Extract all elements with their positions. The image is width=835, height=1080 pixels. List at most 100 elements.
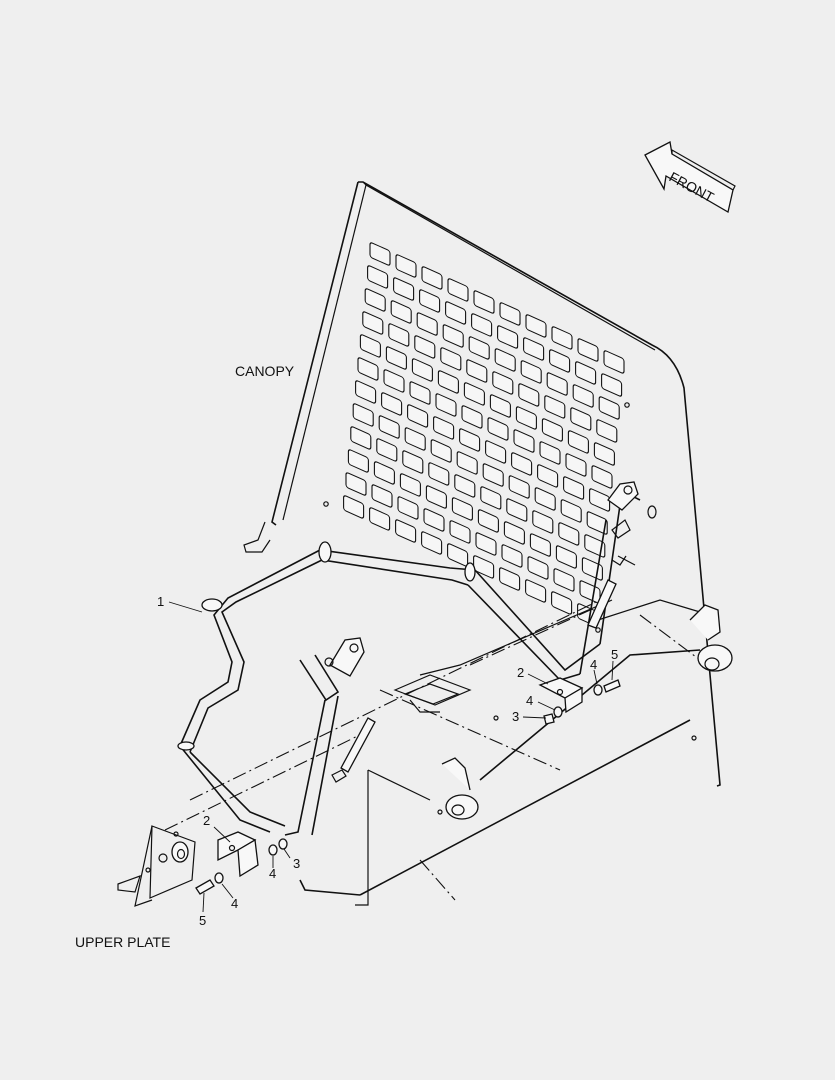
screen-opening	[399, 473, 421, 497]
screen-opening	[463, 382, 485, 406]
screen-opening	[596, 419, 618, 443]
screen-opening	[577, 338, 599, 362]
screen-opening	[423, 508, 445, 532]
screen-opening	[551, 591, 573, 615]
canopy-label: CANOPY	[235, 363, 295, 379]
screen-opening	[489, 394, 511, 418]
screen-opening	[529, 533, 551, 557]
screen-opening	[456, 451, 478, 475]
right-mount-hardware	[538, 677, 621, 725]
screen-opening	[555, 545, 577, 569]
screen-opening	[473, 290, 495, 314]
screen-opening	[381, 392, 403, 416]
screen-opening	[539, 441, 561, 465]
screen-opening	[475, 532, 497, 556]
screen-opening	[397, 496, 419, 520]
screen-opening	[355, 380, 377, 404]
canopy-panel	[243, 181, 721, 787]
screen-opening	[477, 509, 499, 533]
callout-1-bar: 1	[157, 594, 165, 609]
callout-4-left-lower-washer: 4	[231, 896, 239, 911]
screen-opening	[447, 278, 469, 302]
screen-opening	[395, 519, 417, 543]
screen-opening	[409, 381, 431, 405]
screen-opening	[435, 393, 457, 417]
screen-opening	[553, 568, 575, 592]
screen-opening	[591, 465, 613, 489]
screen-opening	[558, 522, 580, 546]
screen-opening	[430, 439, 452, 463]
screen-opening	[364, 288, 386, 312]
screen-opening	[593, 442, 615, 466]
screen-opening	[541, 418, 563, 442]
callout-3-left-nut: 3	[293, 856, 301, 871]
screen-opening	[466, 359, 488, 383]
screen-opening	[437, 370, 459, 394]
screen-opening	[494, 348, 516, 372]
screen-opening	[551, 326, 573, 350]
screen-opening	[357, 357, 379, 381]
screen-opening	[525, 314, 547, 338]
screen-opening	[345, 472, 367, 496]
screen-opening	[515, 406, 537, 430]
screen-opening	[523, 337, 545, 361]
screen-opening	[601, 373, 623, 397]
screen-opening	[567, 430, 589, 454]
screen-opening	[362, 311, 384, 335]
front-direction-arrow: FRONT	[644, 141, 736, 214]
screen-opening	[584, 534, 606, 558]
screen-opening	[419, 289, 441, 313]
screen-opening	[385, 346, 407, 370]
callout-4-right-washer: 4	[590, 657, 598, 672]
callout-2-left-bracket: 2	[203, 813, 211, 828]
screen-opening	[468, 336, 490, 360]
callout-3-right-nut: 3	[512, 709, 520, 724]
screen-opening	[447, 543, 469, 567]
screen-opening	[487, 417, 509, 441]
screen-opening	[359, 334, 381, 358]
upper-plate-frame	[117, 599, 733, 907]
screen-opening	[367, 265, 389, 289]
screen-opening	[480, 486, 502, 510]
screen-opening	[369, 507, 391, 531]
screen-opening	[506, 498, 528, 522]
screen-opening	[343, 495, 365, 519]
screen-opening	[603, 350, 625, 374]
screen-opening	[404, 427, 426, 451]
screen-opening	[544, 395, 566, 419]
screen-opening	[411, 358, 433, 382]
screen-opening	[492, 371, 514, 395]
screen-opening	[451, 497, 473, 521]
screen-opening	[511, 452, 533, 476]
grab-bar	[177, 481, 641, 836]
screen-opening	[508, 475, 530, 499]
screen-opening	[388, 323, 410, 347]
screen-opening	[442, 324, 464, 348]
callout-2-right-bracket: 2	[517, 665, 525, 680]
screen-opening	[373, 461, 395, 485]
screen-opening	[579, 580, 601, 604]
screen-opening	[461, 405, 483, 429]
screen-opening	[416, 312, 438, 336]
screen-opening	[473, 555, 495, 579]
screen-opening	[513, 429, 535, 453]
screen-opening	[518, 383, 540, 407]
screen-opening	[471, 313, 493, 337]
screen-opening	[589, 488, 611, 512]
screen-opening	[433, 416, 455, 440]
screen-opening	[575, 361, 597, 385]
screen-opening	[371, 484, 393, 508]
screen-opening	[414, 335, 436, 359]
screen-opening	[565, 453, 587, 477]
screen-opening	[376, 438, 398, 462]
screen-opening	[449, 520, 471, 544]
screen-opening	[395, 254, 417, 278]
screen-opening	[499, 567, 521, 591]
callout-5-right-bolt: 5	[611, 647, 619, 662]
callout-4-right-lower-washer: 4	[526, 693, 534, 708]
screen-opening	[407, 404, 429, 428]
screen-opening	[445, 301, 467, 325]
screen-opening	[527, 556, 549, 580]
upper-plate-label: UPPER PLATE	[75, 934, 171, 950]
